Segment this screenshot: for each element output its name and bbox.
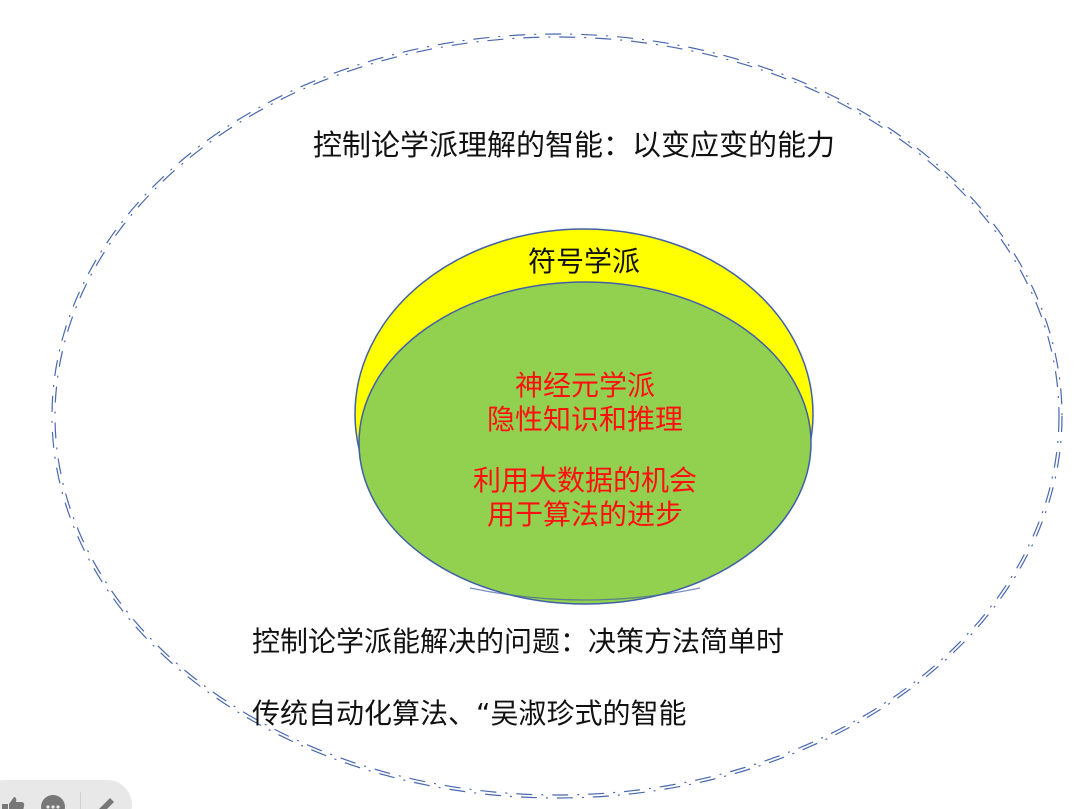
floating-toolbar [0, 780, 132, 809]
neural-line-2: 隐性知识和推理 [486, 403, 683, 436]
edit-icon[interactable] [92, 794, 118, 809]
neural-ellipse [358, 281, 812, 605]
outer-region-title: 控制论学派理解的智能：以变应变的能力 [313, 128, 836, 162]
neural-line-4: 用于算法的进步 [486, 498, 683, 531]
thumbs-up-icon[interactable] [0, 794, 26, 809]
comment-icon[interactable] [40, 794, 66, 809]
outer-region-example-text: 传统自动化算法、“吴淑珍式的智能 [252, 697, 687, 730]
neural-line-3: 利用大数据的机会 [472, 464, 697, 497]
toolbar-divider [80, 792, 81, 809]
outer-dashed-ellipse [51, 33, 1063, 799]
neural-line-1: 神经元学派 [514, 369, 655, 402]
spacer [360, 437, 810, 464]
outer-region-problem-text: 控制论学派能解决的问题：决策方法简单时 [252, 625, 785, 658]
neural-school-text: 神经元学派 隐性知识和推理 利用大数据的机会 用于算法的进步 [360, 369, 810, 532]
symbolic-school-label: 符号学派 [527, 245, 640, 278]
